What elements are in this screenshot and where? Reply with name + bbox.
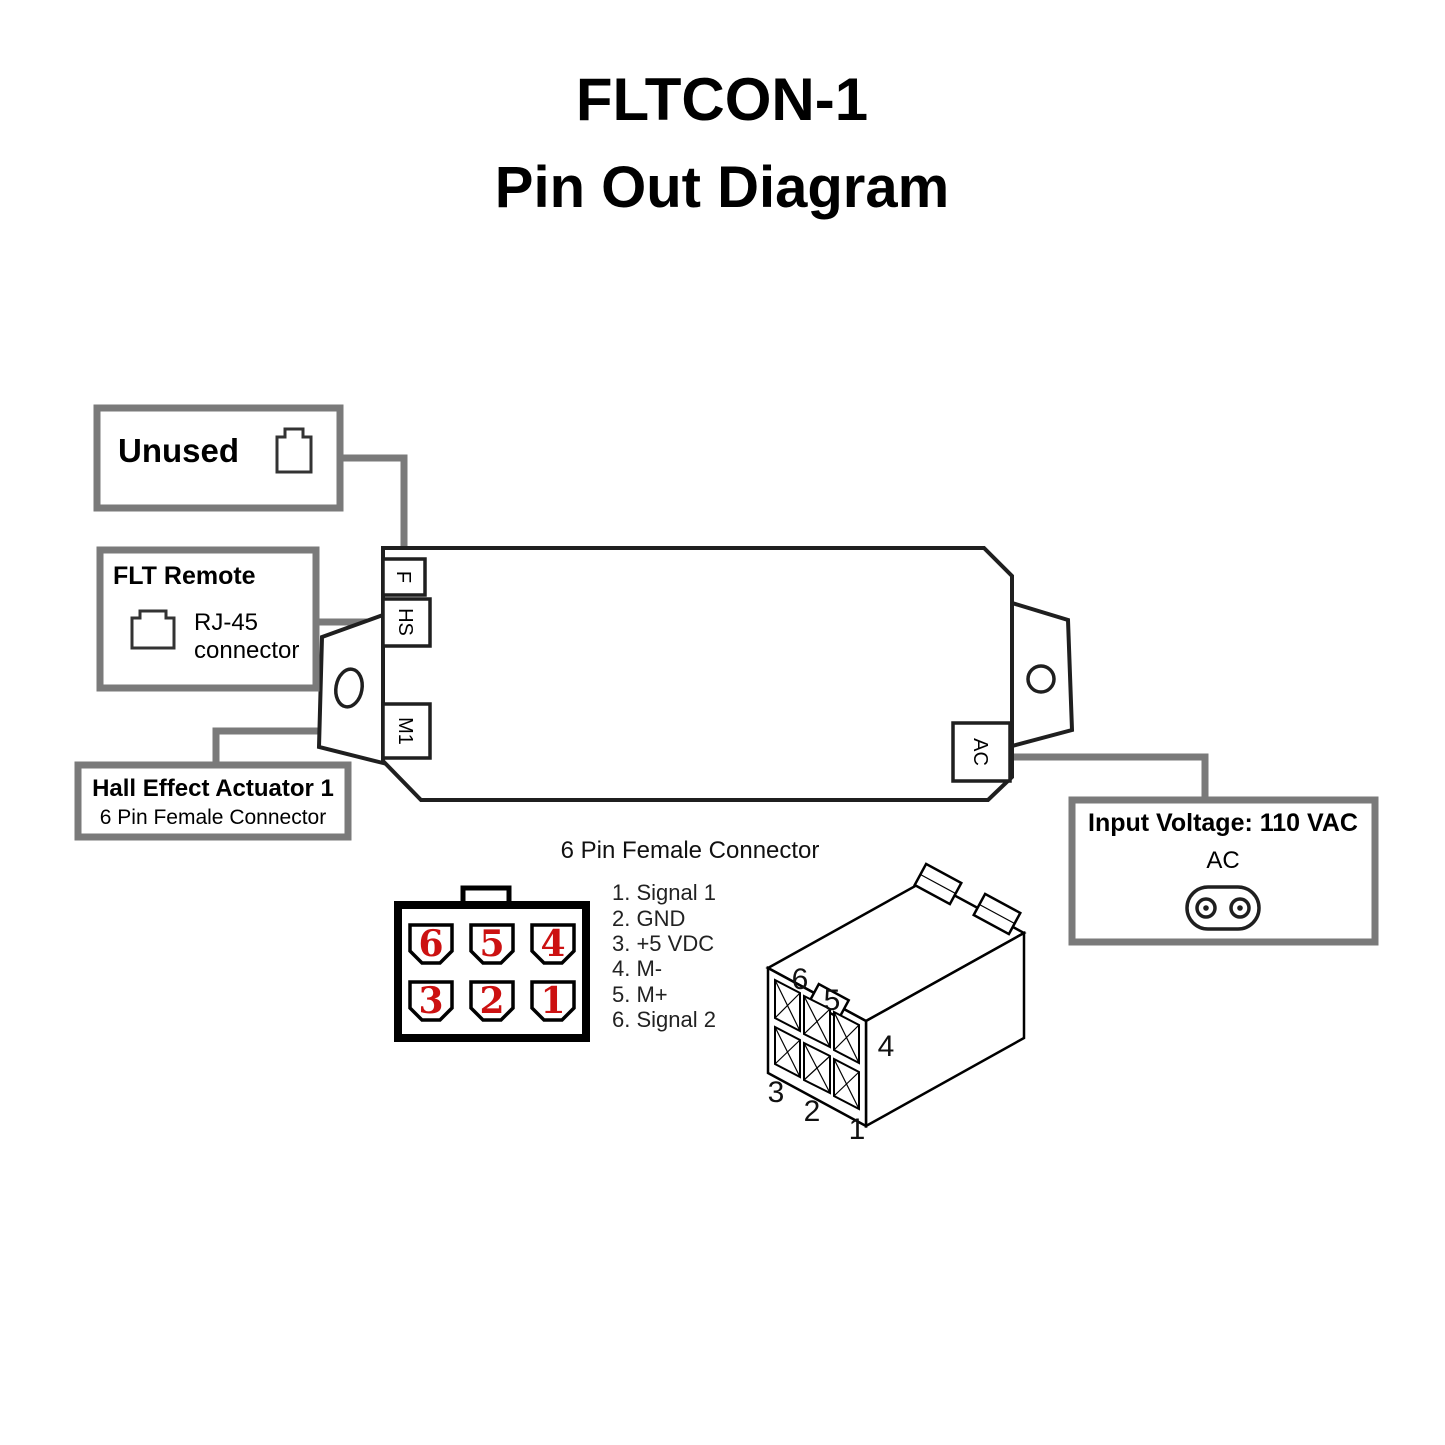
ac-plug-outline	[1185, 885, 1261, 931]
pin-cavity-6	[408, 923, 454, 965]
title: FLTCON-1 Pin Out Diagram	[495, 66, 949, 220]
right-mounting-hole	[1026, 664, 1056, 694]
pin-number-5: 5	[479, 923, 504, 965]
pin-cavity-4	[530, 923, 576, 965]
unused-connector-icon	[275, 427, 313, 474]
pin-number-4: 4	[540, 923, 565, 965]
ac-plug-dot-right	[1237, 905, 1243, 911]
port-f	[381, 557, 427, 597]
unused-label: Unused	[118, 432, 239, 469]
connector-iso-view: 6 5 4 3 2 1	[765, 862, 1027, 1146]
hall-effect-subtitle: 6 Pin Female Connector	[100, 806, 326, 829]
pinout-item-2: 2. GND	[612, 906, 685, 931]
iso-label-5: 5	[824, 984, 841, 1017]
pin-number-1: 1	[540, 980, 565, 1022]
pin-cavity-3	[408, 980, 454, 1022]
port-f-label: F	[392, 571, 414, 583]
pinout-item-4: 4. M-	[612, 956, 662, 981]
pin-cavity-1	[530, 980, 576, 1022]
hall-effect-title: Hall Effect Actuator 1	[92, 775, 334, 802]
pin-number-2: 2	[479, 980, 504, 1022]
flt-remote-line2: connector	[194, 637, 299, 664]
ac-plug-dot-left	[1203, 905, 1209, 911]
iso-label-2: 2	[804, 1095, 821, 1128]
iso-label-6: 6	[792, 963, 809, 996]
pinout-item-5: 5. M+	[612, 982, 668, 1007]
port-m1	[381, 702, 432, 760]
iso-latch-tab-1	[913, 862, 963, 906]
pin-cavity-2	[469, 980, 515, 1022]
device-body	[381, 546, 1014, 802]
ac-plug-pin-left	[1195, 897, 1217, 919]
wire-unused-to-f	[340, 454, 408, 575]
ac-plug-pin-right	[1229, 897, 1251, 919]
port-ac	[951, 721, 1012, 783]
device-left-flange	[316, 612, 385, 766]
title-line1: FLTCON-1	[576, 66, 868, 133]
pinout-item-6: 6. Signal 2	[612, 1007, 716, 1032]
iso-latch-tab-2-line	[979, 903, 1015, 925]
iso-latch-tab-2	[972, 892, 1022, 936]
flt-remote-box: FLT Remote RJ-45 connector	[96, 546, 320, 692]
input-voltage-title: Input Voltage: 110 VAC	[1088, 809, 1358, 837]
hall-effect-box: Hall Effect Actuator 1 6 Pin Female Conn…	[74, 761, 352, 841]
rj45-icon	[130, 609, 176, 650]
pinout-item-3: 3. +5 VDC	[612, 931, 714, 956]
left-mounting-hole	[334, 667, 364, 709]
device-right-flange	[1010, 600, 1075, 749]
pin-number-3: 3	[418, 980, 443, 1022]
port-hs	[381, 597, 432, 648]
connector-front-view: 6 5 4 3 2 1	[394, 885, 590, 1042]
input-voltage-subtitle: AC	[1206, 847, 1239, 874]
pinout-list: 1. Signal 1 2. GND 3. +5 VDC 4. M- 5. M+…	[612, 880, 716, 1032]
iso-pin-cavities	[774, 978, 860, 1111]
port-hs-label: HS	[394, 608, 416, 636]
port-m1-label: M1	[394, 717, 416, 745]
ac-plug-icon	[1185, 885, 1261, 931]
pin-cavity-5	[469, 923, 515, 965]
input-voltage-box: Input Voltage: 110 VAC AC	[1068, 796, 1379, 946]
flt-remote-title: FLT Remote	[113, 562, 256, 590]
input-voltage-frame	[1068, 796, 1379, 946]
device: F HS M1 AC	[316, 546, 1075, 802]
iso-label-1: 1	[849, 1113, 866, 1146]
hall-effect-frame	[74, 761, 352, 841]
unused-box: Unused	[93, 404, 344, 512]
iso-label-3: 3	[768, 1076, 785, 1109]
wire-ac-to-input	[1000, 753, 1209, 800]
front-connector-caption: 6 Pin Female Connector	[561, 837, 820, 864]
pinout-item-1: 1. Signal 1	[612, 880, 716, 905]
port-ac-label: AC	[969, 738, 991, 766]
iso-latch-tab-1-line	[920, 873, 956, 895]
flt-remote-line1: RJ-45	[194, 609, 258, 636]
title-line2: Pin Out Diagram	[495, 155, 949, 220]
pin-number-6: 6	[418, 923, 443, 965]
iso-label-4: 4	[878, 1030, 895, 1063]
